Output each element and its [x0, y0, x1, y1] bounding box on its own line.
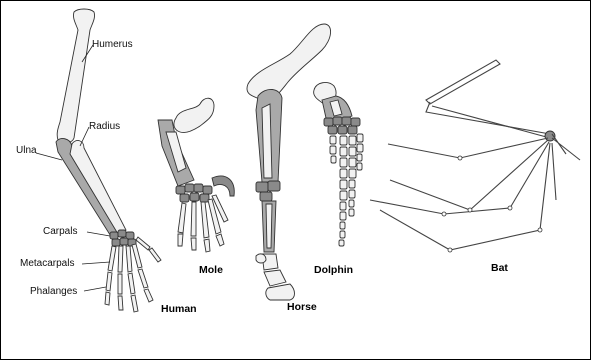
label-phalanges: Phalanges: [30, 286, 77, 297]
species-name-horse: Horse: [287, 301, 317, 313]
label-metacarpals: Metacarpals: [20, 258, 74, 269]
label-carpals: Carpals: [43, 226, 77, 237]
horse-limb: [247, 24, 331, 300]
species-name-human: Human: [161, 303, 197, 315]
label-humerus: Humerus: [92, 39, 133, 50]
species-name-mole: Mole: [199, 264, 223, 276]
species-name-bat: Bat: [491, 262, 508, 274]
human-carpals: [110, 230, 136, 246]
dolphin-flipper: [314, 83, 363, 246]
label-radius: Radius: [89, 121, 120, 132]
label-ulna: Ulna: [16, 145, 37, 156]
human-ulna: [56, 139, 120, 238]
human-fingers: [105, 237, 161, 312]
mole-limb: [158, 98, 234, 252]
species-name-dolphin: Dolphin: [314, 264, 353, 276]
bat-wing: [370, 60, 580, 252]
human-radius: [70, 141, 126, 234]
